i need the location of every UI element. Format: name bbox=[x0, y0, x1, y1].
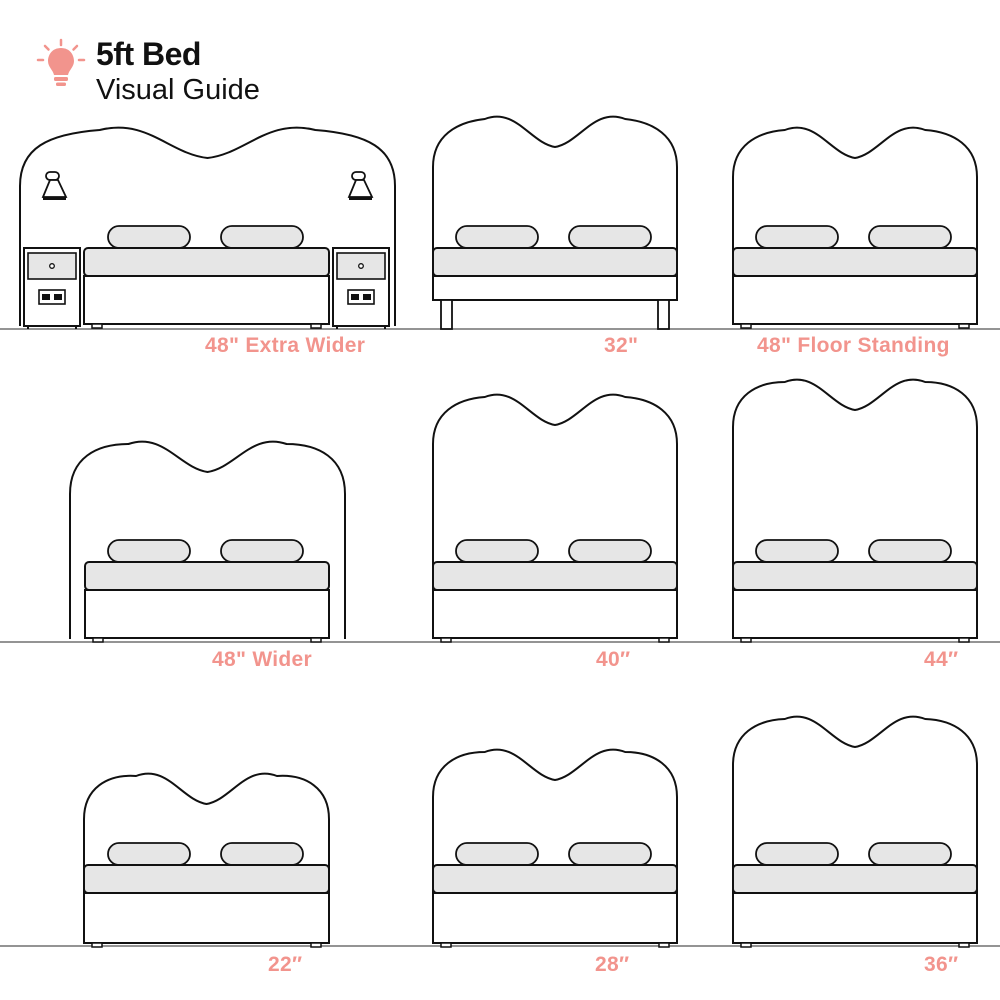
mattress bbox=[732, 247, 978, 277]
power-socket-icon bbox=[347, 289, 375, 305]
power-socket-icon bbox=[38, 289, 66, 305]
bed-base bbox=[83, 275, 330, 325]
guide-title: 5ft Bed bbox=[96, 36, 201, 72]
bed-illustration-7 bbox=[83, 772, 330, 948]
bed-foot bbox=[740, 323, 752, 329]
bed-base bbox=[84, 589, 330, 639]
pillow bbox=[455, 842, 539, 866]
guide-header: 5ft Bed Visual Guide bbox=[36, 36, 356, 116]
bed-illustration-5 bbox=[432, 393, 678, 643]
bed-illustration-8 bbox=[432, 748, 678, 948]
bed-leg bbox=[657, 299, 670, 330]
pillow bbox=[220, 539, 304, 563]
bed-foot bbox=[310, 323, 322, 329]
bed-label: 32" bbox=[604, 334, 639, 357]
socket-slot bbox=[351, 294, 359, 300]
pillow bbox=[107, 225, 191, 249]
bed-label: 48" Extra Wider bbox=[205, 334, 366, 357]
mattress bbox=[83, 247, 330, 277]
guide-subtitle: Visual Guide bbox=[96, 74, 260, 106]
bed-label: 22″ bbox=[268, 953, 303, 976]
mattress bbox=[84, 561, 330, 591]
bed-illustration-3 bbox=[732, 126, 978, 329]
lightbulb-icon bbox=[36, 38, 86, 86]
bed-foot bbox=[440, 942, 452, 948]
bed-illustration-2 bbox=[432, 115, 678, 330]
pillow bbox=[755, 842, 839, 866]
pillow bbox=[107, 539, 191, 563]
bed-foot bbox=[740, 942, 752, 948]
bed-label: 44″ bbox=[924, 648, 959, 671]
bed-base bbox=[432, 589, 678, 639]
mattress bbox=[83, 864, 330, 894]
bed-foot bbox=[740, 637, 752, 643]
mattress bbox=[432, 864, 678, 894]
lamp-rim bbox=[43, 197, 66, 200]
bed-foot bbox=[92, 637, 104, 643]
bed-foot bbox=[658, 942, 670, 948]
bed-foot bbox=[91, 323, 103, 329]
bed-base bbox=[732, 589, 978, 639]
bed-foot bbox=[958, 637, 970, 643]
pillow bbox=[220, 225, 304, 249]
bed-foot bbox=[958, 942, 970, 948]
socket-slot bbox=[54, 294, 62, 300]
bed-illustration-6 bbox=[732, 378, 978, 643]
bed-label: 36″ bbox=[924, 953, 959, 976]
pillow bbox=[220, 842, 304, 866]
bed-foot bbox=[310, 942, 322, 948]
drawer-knob bbox=[49, 263, 55, 269]
pillow bbox=[455, 539, 539, 563]
mattress bbox=[432, 561, 678, 591]
bed-base bbox=[432, 892, 678, 944]
bed-foot bbox=[91, 942, 103, 948]
bed-leg bbox=[440, 299, 453, 330]
bed-base bbox=[432, 275, 678, 301]
bed-foot bbox=[958, 323, 970, 329]
bed-illustration-4 bbox=[69, 440, 346, 643]
mattress bbox=[732, 561, 978, 591]
pillow bbox=[755, 539, 839, 563]
bed-foot bbox=[658, 637, 670, 643]
mattress bbox=[732, 864, 978, 894]
bed-foot bbox=[310, 637, 322, 643]
pillow bbox=[107, 842, 191, 866]
pillow bbox=[868, 225, 952, 249]
bed-foot bbox=[440, 637, 452, 643]
pillow bbox=[568, 539, 652, 563]
pillow bbox=[568, 225, 652, 249]
mattress bbox=[432, 247, 678, 277]
bed-illustration-9 bbox=[732, 715, 978, 948]
bed-base bbox=[732, 892, 978, 944]
pillow bbox=[868, 539, 952, 563]
lamp-rim bbox=[349, 197, 372, 200]
socket-slot bbox=[363, 294, 371, 300]
pillow bbox=[455, 225, 539, 249]
pillow bbox=[868, 842, 952, 866]
socket-slot bbox=[42, 294, 50, 300]
drawer-knob bbox=[358, 263, 364, 269]
bed-illustration-1 bbox=[19, 126, 396, 329]
pillow bbox=[755, 225, 839, 249]
bed-label: 48" Wider bbox=[212, 648, 312, 671]
bed-label: 48" Floor Standing bbox=[757, 334, 950, 357]
wall-lamp-icon bbox=[351, 171, 366, 181]
wall-lamp-icon bbox=[45, 171, 60, 181]
bed-base bbox=[83, 892, 330, 944]
pillow bbox=[568, 842, 652, 866]
bed-base bbox=[732, 275, 978, 325]
bed-label: 28″ bbox=[595, 953, 630, 976]
bed-label: 40″ bbox=[596, 648, 631, 671]
